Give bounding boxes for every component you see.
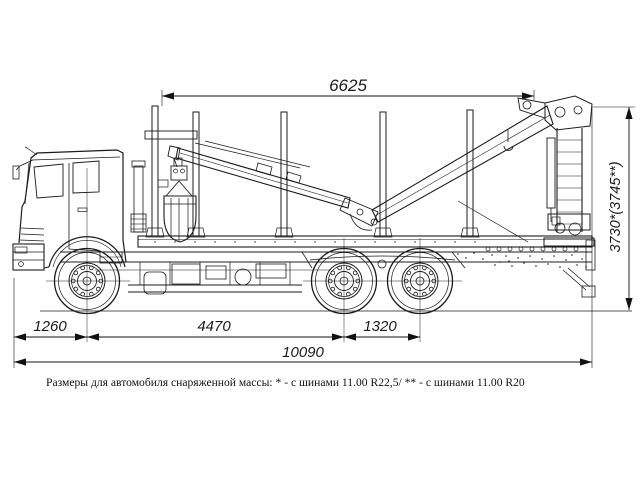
dim-label-bogie-base: 1320 [363,318,397,335]
log-bunk-stakes [144,105,480,238]
dim-label-overall-height: 3730*(3745**) [608,161,624,252]
air-intake-stack [130,160,147,233]
dim-label-front-overhang: 1260 [33,318,67,335]
log-grapple [163,157,197,243]
crane-boom [167,105,554,231]
dimension-lines [13,90,635,368]
dimension-labels: 6625 3730*(3745**) 1260 4470 1320 10090 [33,76,624,361]
dim-label-overall-length: 10090 [282,344,324,361]
dim-label-platform-length: 6625 [329,76,367,95]
drawing-caption: Размеры для автомобиля снаряженной массы… [46,376,525,389]
dim-label-wheelbase: 4470 [197,318,231,335]
chassis-frame [60,239,596,298]
truck-cab [12,146,127,271]
